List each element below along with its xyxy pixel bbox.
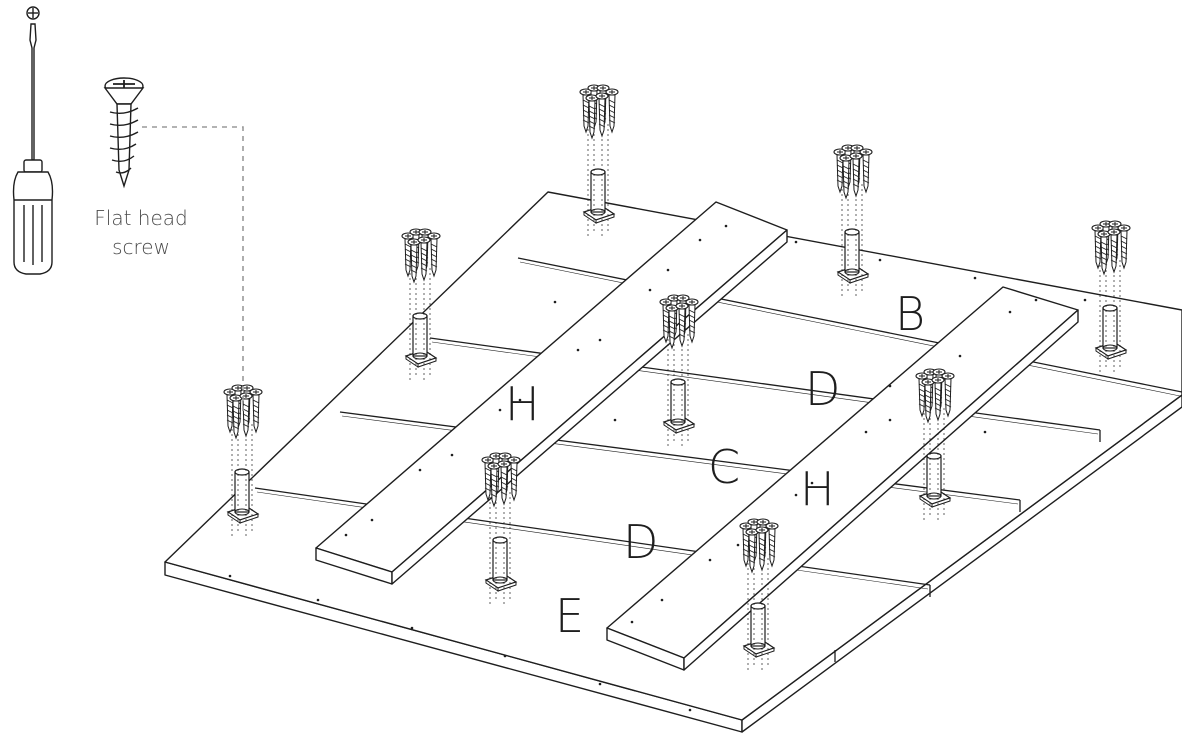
phillips-screwdriver-icon [12, 6, 54, 275]
part-label-h-left: H [505, 377, 540, 431]
flat-head-screw-icon [103, 77, 145, 189]
screw-leader-line [142, 126, 244, 412]
part-label-c: C [708, 440, 740, 494]
part-label-d-upper: D [805, 362, 840, 416]
screw-caption-line2: screw [112, 235, 170, 259]
leg-post-top-right [834, 145, 872, 298]
part-label-b: B [895, 287, 925, 341]
part-label-d-lower: D [623, 515, 658, 569]
slat-h-left [315, 201, 788, 585]
leg-post-top-center [580, 85, 618, 238]
part-label-e: E [555, 589, 584, 643]
part-label-h-right: H [800, 462, 835, 516]
slat-h-right [606, 286, 1079, 671]
hole-dots [228, 224, 1087, 712]
screw-caption-line1: Flat head [94, 206, 188, 230]
screw-caption: Flat head screw [66, 204, 216, 262]
part-labels: B D H C H D E [505, 287, 925, 643]
